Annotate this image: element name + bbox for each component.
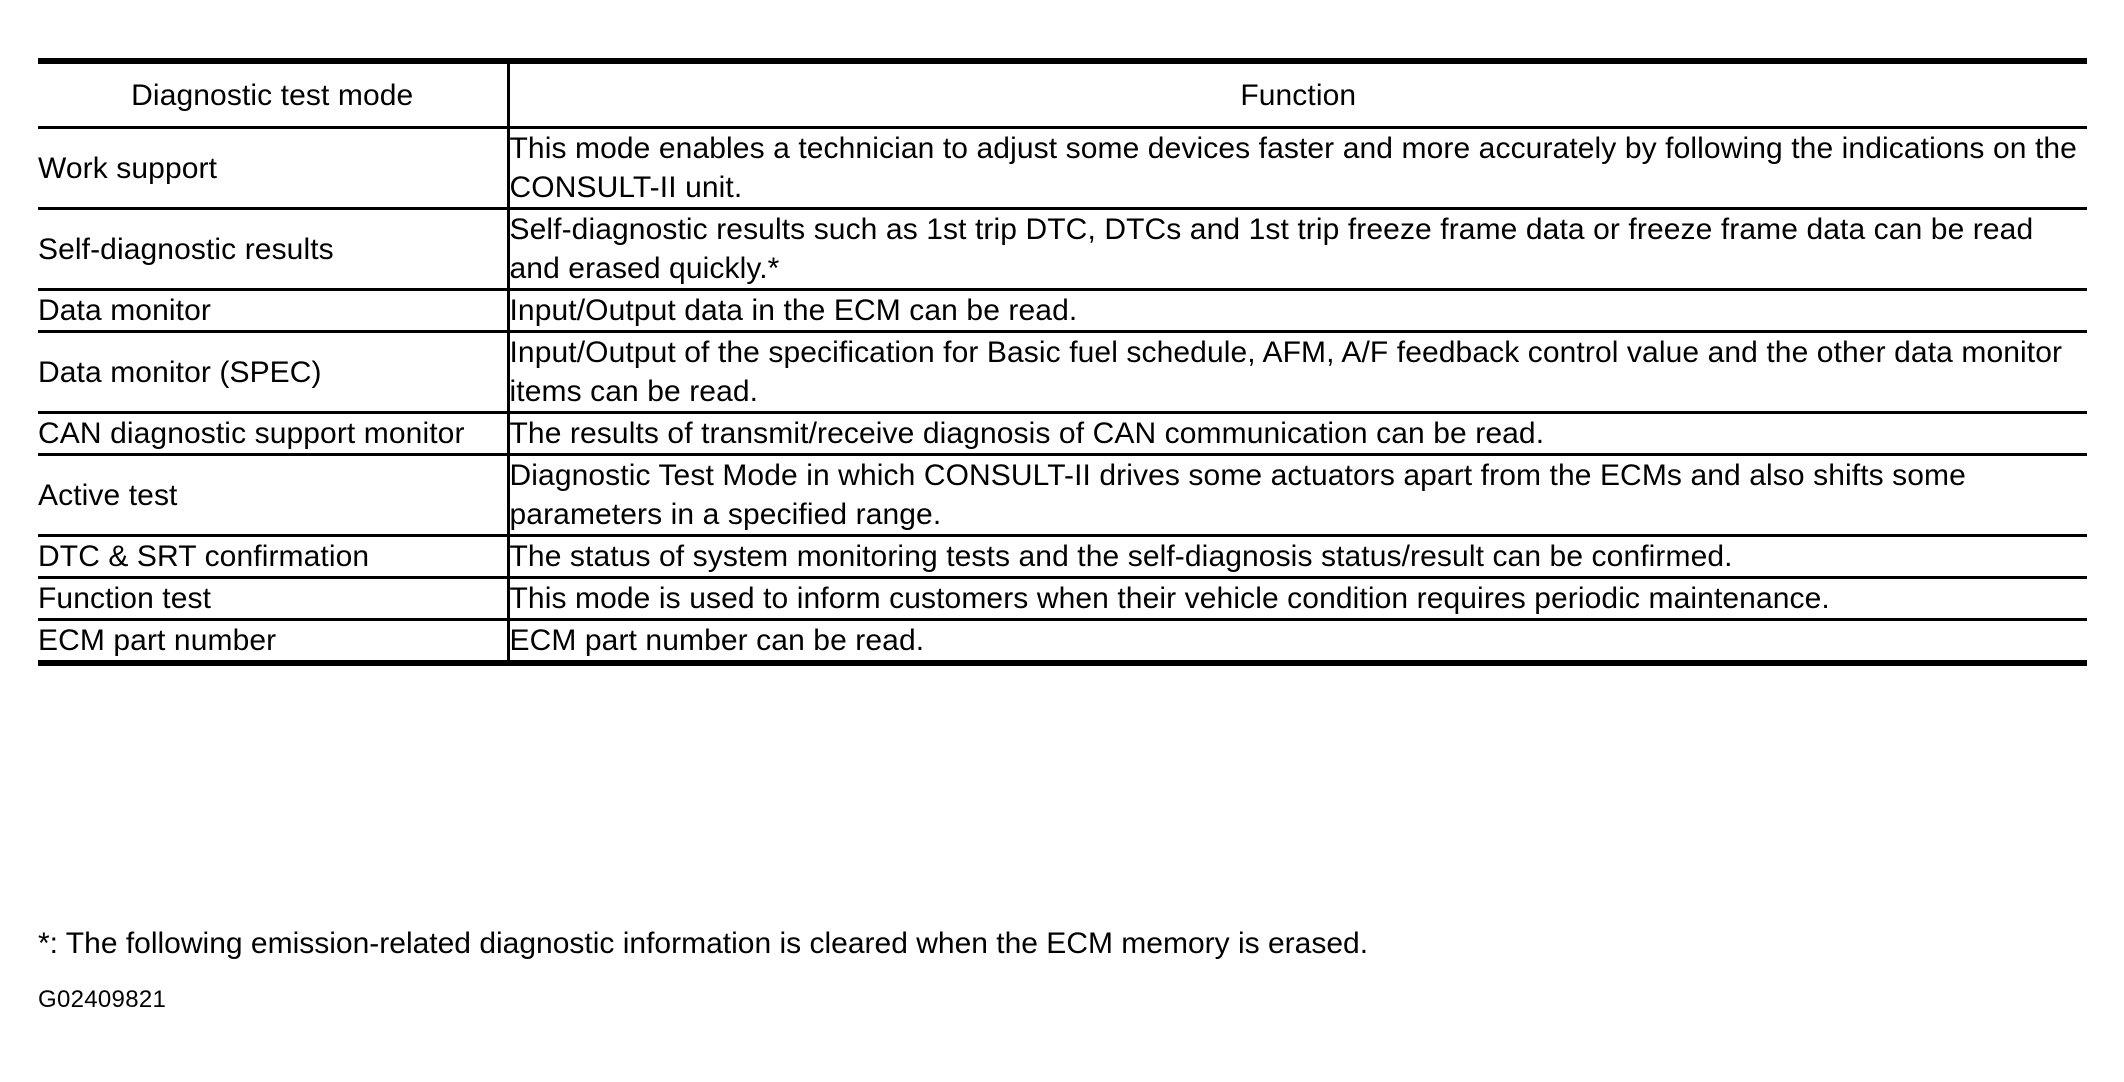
cell-function-data-monitor-spec: Input/Output of the specification for Ba… <box>508 331 2087 414</box>
cell-mode-data-monitor-spec: Data monitor (SPEC) <box>38 331 510 414</box>
cell-function-ecm-part-number: ECM part number can be read. <box>508 619 2087 666</box>
column-header-function: Function <box>508 58 2087 129</box>
cell-function-data-monitor: Input/Output data in the ECM can be read… <box>508 289 2087 333</box>
cell-mode-function-test: Function test <box>38 577 510 621</box>
cell-function-can-diagnostic-support-monitor: The results of transmit/receive diagnosi… <box>508 412 2087 456</box>
table-row: Data monitor (SPEC) Input/Output of the … <box>38 331 2087 414</box>
diagnostic-test-mode-table: Diagnostic test mode Function Work suppo… <box>38 58 2087 666</box>
diagnostic-test-mode-table-wrapper: Diagnostic test mode Function Work suppo… <box>38 58 2087 666</box>
table-row: DTC & SRT confirmation The status of sys… <box>38 535 2087 579</box>
cell-mode-work-support: Work support <box>38 127 510 210</box>
cell-function-dtc-srt-confirmation: The status of system monitoring tests an… <box>508 535 2087 579</box>
cell-mode-data-monitor: Data monitor <box>38 289 510 333</box>
table-footnote: *: The following emission-related diagno… <box>38 927 1369 960</box>
cell-function-function-test: This mode is used to inform customers wh… <box>508 577 2087 621</box>
table-row: Active test Diagnostic Test Mode in whic… <box>38 454 2087 537</box>
cell-function-work-support: This mode enables a technician to adjust… <box>508 127 2087 210</box>
cell-function-self-diagnostic-results: Self-diagnostic results such as 1st trip… <box>508 208 2087 291</box>
table-row: ECM part number ECM part number can be r… <box>38 619 2087 666</box>
cell-mode-self-diagnostic-results: Self-diagnostic results <box>38 208 510 291</box>
figure-id-label: G02409821 <box>38 986 167 1013</box>
cell-mode-ecm-part-number: ECM part number <box>38 619 510 666</box>
table-row: Function test This mode is used to infor… <box>38 577 2087 621</box>
cell-mode-can-diagnostic-support-monitor: CAN diagnostic support monitor <box>38 412 510 456</box>
table-body: Work support This mode enables a technic… <box>38 127 2087 666</box>
table-header: Diagnostic test mode Function <box>38 58 2087 129</box>
table-row: CAN diagnostic support monitor The resul… <box>38 412 2087 456</box>
table-row: Self-diagnostic results Self-diagnostic … <box>38 208 2087 291</box>
column-header-diagnostic-test-mode: Diagnostic test mode <box>38 58 510 129</box>
cell-mode-active-test: Active test <box>38 454 510 537</box>
table-header-row: Diagnostic test mode Function <box>38 58 2087 129</box>
table-row: Data monitor Input/Output data in the EC… <box>38 289 2087 333</box>
cell-function-active-test: Diagnostic Test Mode in which CONSULT-II… <box>508 454 2087 537</box>
cell-mode-dtc-srt-confirmation: DTC & SRT confirmation <box>38 535 510 579</box>
table-row: Work support This mode enables a technic… <box>38 127 2087 210</box>
